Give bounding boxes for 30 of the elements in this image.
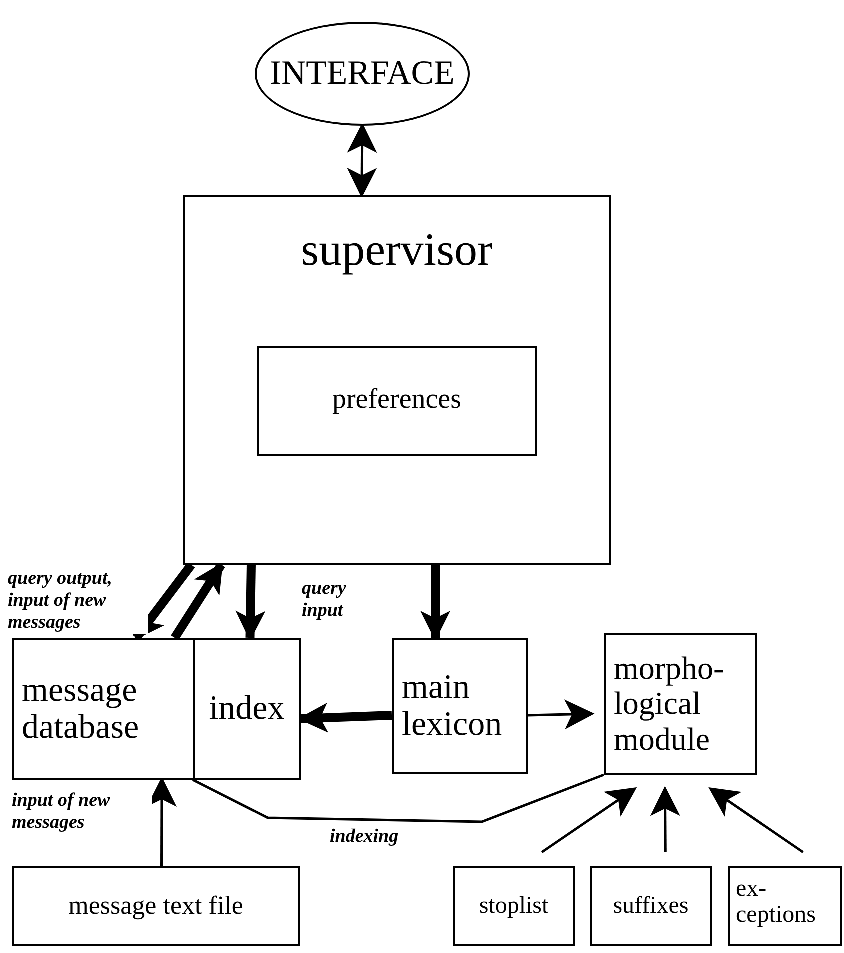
module-box [590,866,712,946]
node-label: index [209,690,285,728]
module-box [183,195,611,565]
node-label: supervisor [301,225,493,276]
connector-line [192,774,604,824]
node-label: main lexicon [402,668,504,744]
module-box [12,866,300,946]
module-box [12,638,195,780]
edge-label: input of new messages [12,790,152,834]
module-box [728,866,842,946]
node-label: preferences [332,385,462,416]
arrow [347,123,378,198]
node-label: morpho- logical module [614,651,726,757]
module-box [257,346,537,456]
node-label: message text file [68,892,244,920]
module-box [392,638,528,774]
node-label: stoplist [479,892,549,920]
arrow [528,700,595,730]
arrow [236,564,266,641]
module-box [193,638,301,780]
arrow [541,788,638,854]
module-box [453,866,575,946]
module-box [604,633,757,775]
node-label: suffixes [613,892,689,920]
arrow [708,788,804,854]
node-label: message database [22,672,140,746]
arrow [420,565,451,641]
arrow [650,786,680,852]
node-label: ex- ceptions [736,876,817,929]
node-label: INTERFACE [270,55,455,93]
